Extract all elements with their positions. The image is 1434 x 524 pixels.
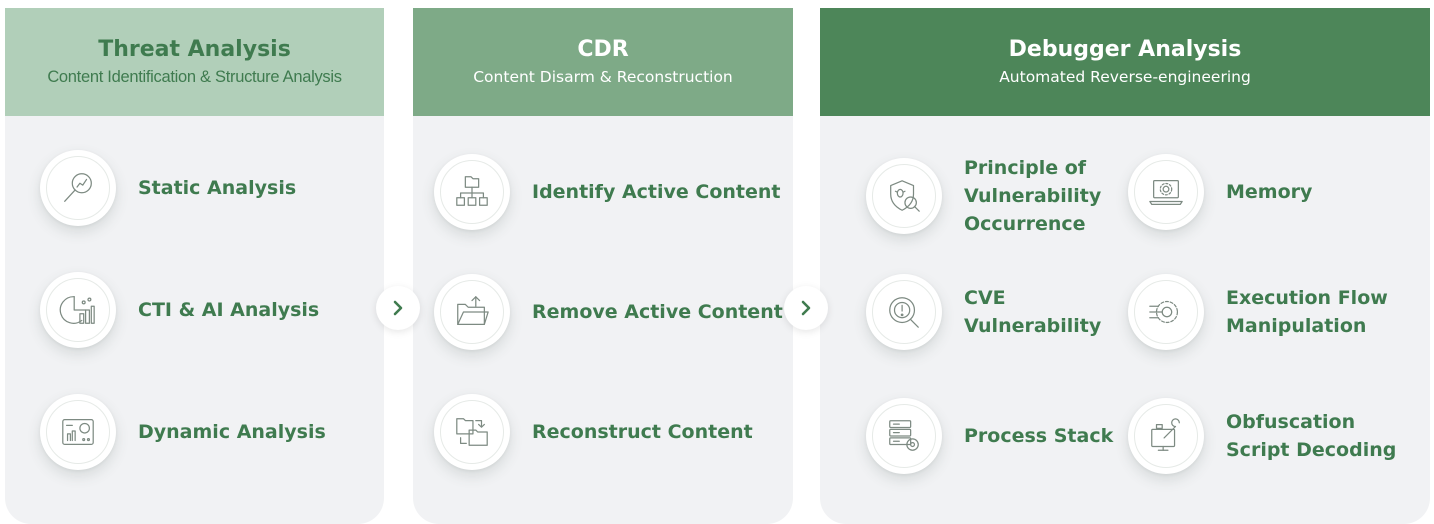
vulnerability-occurrence-item: Principle of Vulnerability Occurrence [866, 154, 1101, 238]
cdr-header: CDR Content Disarm & Reconstruction [413, 8, 793, 116]
threat-analysis-header: Threat Analysis Content Identification &… [5, 8, 384, 116]
debugger-analysis-card: Debugger Analysis Automated Reverse-engi… [820, 8, 1430, 524]
shield-bug-search-icon [866, 158, 942, 234]
cve-vulnerability-item: CVE Vulnerability [866, 274, 1101, 350]
obfuscation-decoding-label: Obfuscation Script Decoding [1226, 411, 1397, 461]
threat-analysis-title: Threat Analysis [98, 37, 291, 62]
server-gear-icon [866, 398, 942, 474]
alert-search-icon [866, 274, 942, 350]
cdr-subtitle: Content Disarm & Reconstruction [473, 68, 733, 86]
folder-upload-icon [434, 274, 510, 350]
cti-ai-analysis-label: CTI & AI Analysis [138, 299, 320, 321]
gear-flow-icon [1128, 274, 1204, 350]
memory-item: Memory [1128, 154, 1312, 230]
dynamic-analysis-label: Dynamic Analysis [138, 421, 326, 443]
memory-label: Memory [1226, 181, 1313, 203]
debugger-analysis-header: Debugger Analysis Automated Reverse-engi… [820, 8, 1430, 116]
cdr-title: CDR [577, 37, 629, 62]
dynamic-analysis-item: Dynamic Analysis [40, 394, 326, 470]
cti-ai-analysis-item: CTI & AI Analysis [40, 272, 319, 348]
execution-flow-label: Execution Flow Manipulation [1226, 287, 1388, 337]
cdr-card: CDR Content Disarm & Reconstruction Iden… [413, 8, 793, 524]
process-stack-item: Process Stack [866, 398, 1113, 474]
threat-analysis-subtitle: Content Identification & Structure Analy… [47, 68, 342, 86]
remove-active-content-item: Remove Active Content [434, 274, 783, 350]
dashboard-monitor-icon [40, 394, 116, 470]
pie-bar-chart-icon [40, 272, 116, 348]
connector-arrow-1 [376, 286, 420, 330]
threat-analysis-card: Threat Analysis Content Identification &… [5, 8, 384, 524]
obfuscation-decoding-item: Obfuscation Script Decoding [1128, 398, 1396, 474]
execution-flow-item: Execution Flow Manipulation [1128, 274, 1388, 350]
remove-active-content-label: Remove Active Content [532, 301, 783, 323]
magnifier-chart-icon [40, 150, 116, 226]
process-stack-label: Process Stack [964, 425, 1114, 447]
static-analysis-label: Static Analysis [138, 177, 297, 199]
laptop-gear-icon [1128, 154, 1204, 230]
reconstruct-content-item: Reconstruct Content [434, 394, 753, 470]
cve-vulnerability-label: CVE Vulnerability [964, 287, 1102, 337]
hierarchy-folder-icon [434, 154, 510, 230]
identify-active-content-label: Identify Active Content [532, 181, 781, 203]
chevron-right-icon [393, 300, 403, 316]
identify-active-content-item: Identify Active Content [434, 154, 781, 230]
static-analysis-item: Static Analysis [40, 150, 296, 226]
connector-arrow-2 [784, 286, 828, 330]
reconstruct-content-label: Reconstruct Content [532, 421, 753, 443]
vulnerability-occurrence-label: Principle of Vulnerability Occurrence [964, 157, 1102, 235]
debugger-analysis-subtitle: Automated Reverse-engineering [999, 68, 1251, 86]
monitor-wrench-icon [1128, 398, 1204, 474]
chevron-right-icon [801, 300, 811, 316]
folder-swap-icon [434, 394, 510, 470]
debugger-analysis-title: Debugger Analysis [1008, 37, 1242, 62]
